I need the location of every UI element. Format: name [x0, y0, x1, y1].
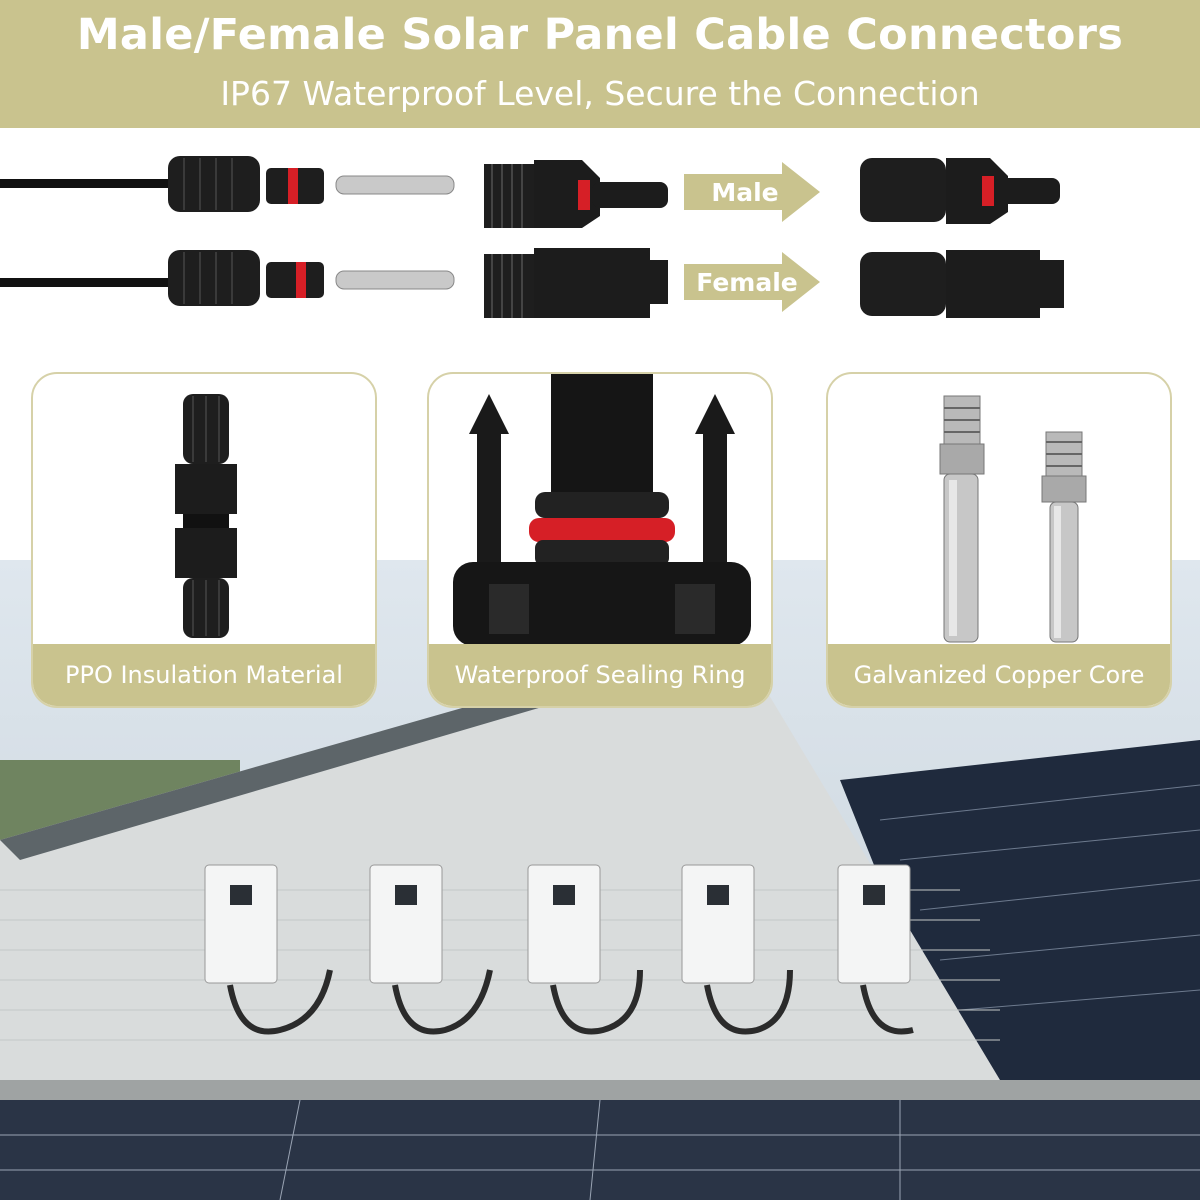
feature-label: Waterproof Sealing Ring	[429, 644, 771, 706]
male-seal-ring-icon	[288, 168, 298, 204]
foreground-solar-panels	[0, 1100, 1200, 1200]
inverter-unit	[369, 864, 443, 984]
inverter-unit	[204, 864, 278, 984]
female-arrow-icon: Female	[684, 252, 820, 312]
inverter-array	[204, 864, 911, 984]
connector-assembly-diagram: Male Female	[0, 156, 1064, 318]
male-housing	[534, 160, 600, 228]
male-assembled-connector	[994, 178, 1060, 204]
inverter-unit	[527, 864, 601, 984]
feature-label: PPO Insulation Material	[33, 644, 375, 706]
feature-label: Galvanized Copper Core	[828, 644, 1170, 706]
female-assembled-connector	[946, 250, 1064, 318]
male-assembled-nut	[860, 158, 946, 222]
male-connector-row	[0, 156, 1060, 228]
inverter-unit	[681, 864, 755, 984]
header-banner: Male/Female Solar Panel Cable Connectors…	[0, 0, 1200, 128]
inverter-unit	[837, 864, 911, 984]
female-pin	[335, 270, 455, 290]
female-assembled-nut	[860, 252, 946, 316]
feature-card-sealing-ring: Waterproof Sealing Ring	[427, 372, 773, 708]
female-housing	[534, 248, 668, 318]
cable-bundle	[227, 969, 914, 1035]
page-subtitle: IP67 Waterproof Level, Secure the Connec…	[220, 74, 980, 113]
male-arrow-icon: Male	[684, 162, 820, 222]
male-label: Male	[711, 178, 778, 207]
feature-card-copper-core: Galvanized Copper Core	[826, 372, 1172, 708]
copper-core-photo	[939, 395, 1087, 643]
feature-card-ppo: PPO Insulation Material	[31, 372, 377, 708]
female-nut	[168, 250, 260, 306]
ppo-connector-photo	[175, 394, 237, 638]
female-label: Female	[696, 268, 797, 297]
female-cable	[0, 278, 172, 287]
male-pin	[335, 175, 455, 195]
male-nut	[168, 156, 260, 212]
male-cable	[0, 179, 170, 188]
female-connector-row	[0, 248, 1064, 318]
female-seal-ring-icon	[296, 262, 306, 298]
female-seal-body	[266, 262, 324, 298]
sealing-ring-photo	[453, 374, 751, 646]
page-title: Male/Female Solar Panel Cable Connectors	[76, 10, 1124, 60]
